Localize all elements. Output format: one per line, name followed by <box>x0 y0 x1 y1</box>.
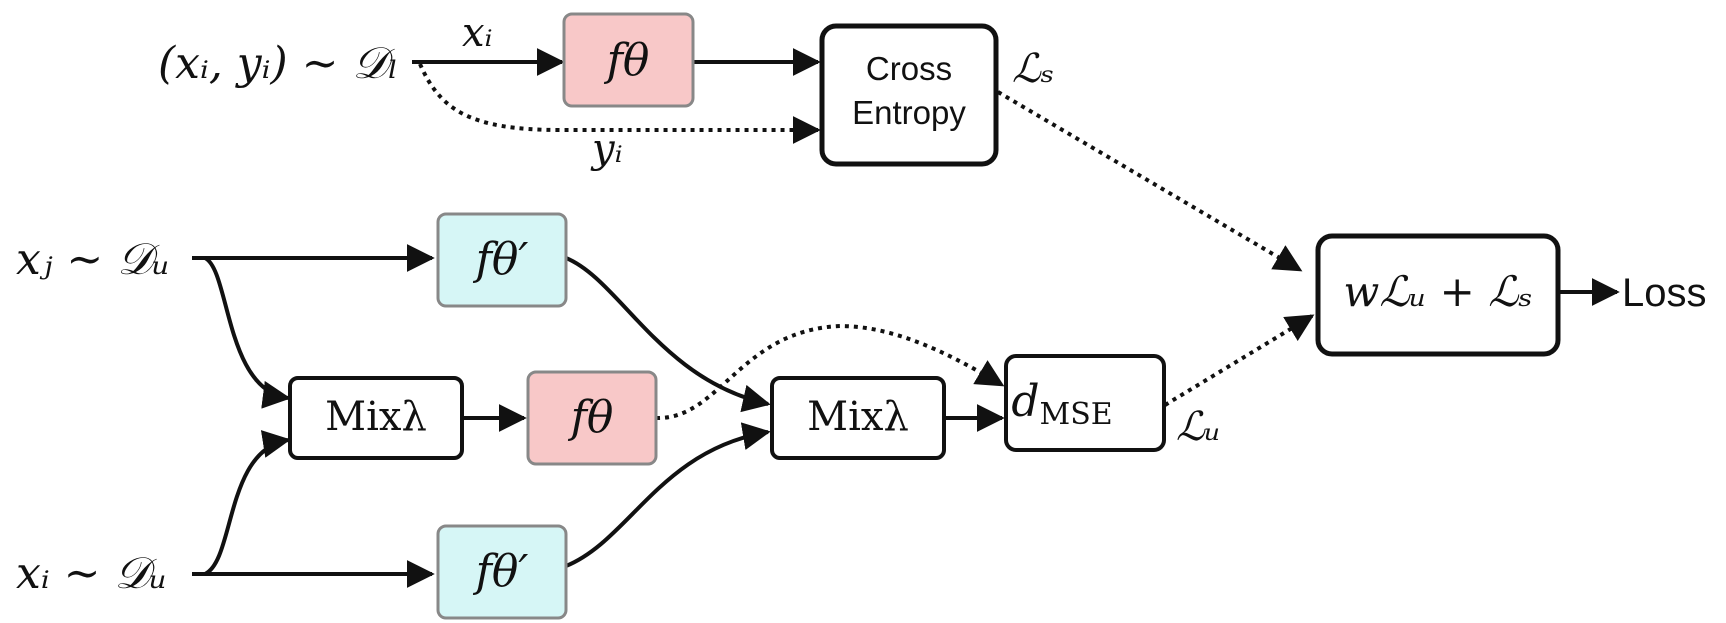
edge-teacherb-to-mixright <box>565 422 771 568</box>
edge-label-loss-u: ℒᵤ <box>1176 404 1221 450</box>
edge-xi-to-mixleft <box>203 430 291 576</box>
teacher-model-bottom: fθ′ <box>436 524 568 620</box>
mse-box-subscript: MSE <box>1040 397 1113 432</box>
edge-lu-to-total <box>1163 314 1315 407</box>
boxes: fθ Cross Entropy fθ′ Mixλ fθ Mixλ <box>288 12 1561 620</box>
teacher-model-top: fθ′ <box>436 212 568 308</box>
student-model-mid: fθ <box>526 370 658 466</box>
teacher-model-top-label: fθ′ <box>473 234 529 285</box>
input-labeled: (xᵢ, yᵢ) ~ 𝒟ₗ <box>158 38 398 89</box>
edge-ls-to-total <box>996 90 1303 272</box>
edge-label-xi: xᵢ <box>462 10 493 56</box>
mix-box-right-label: Mixλ <box>807 394 909 440</box>
cross-entropy-line2: Entropy <box>852 94 966 131</box>
total-loss-label: wℒᵤ + ℒₛ <box>1343 267 1532 316</box>
mse-box: dMSE <box>1004 354 1166 452</box>
cross-entropy-line1: Cross <box>866 50 952 87</box>
edge-teacher-to-mixright <box>565 256 771 413</box>
mix-box-left-label: Mixλ <box>325 394 427 440</box>
teacher-model-bottom-label: fθ′ <box>473 546 529 597</box>
edge-yi-to-ce <box>418 63 821 144</box>
student-model-mid-label: fθ <box>568 392 614 443</box>
total-loss-box: wℒᵤ + ℒₛ <box>1315 233 1561 357</box>
mix-box-right: Mixλ <box>770 376 946 460</box>
edge-xj-to-mixleft <box>203 256 291 409</box>
cross-entropy-box: Cross Entropy <box>819 23 999 167</box>
edge-label-yi: yᵢ <box>590 126 623 172</box>
mse-box-label: dMSE <box>1011 376 1112 432</box>
labels: (xᵢ, yᵢ) ~ 𝒟ₗ xᵢ yᵢ ℒₛ xⱼ ~ 𝒟ᵤ xᵢ ~ 𝒟ᵤ ℒ… <box>16 10 1707 599</box>
output-loss-label: Loss <box>1622 271 1707 315</box>
input-unlabeled-i: xᵢ ~ 𝒟ᵤ <box>16 548 167 599</box>
input-unlabeled-j: xⱼ ~ 𝒟ᵤ <box>16 234 170 285</box>
student-model-top-label: fθ <box>604 35 650 86</box>
student-model-top: fθ <box>562 12 695 108</box>
edge-label-loss-s: ℒₛ <box>1012 46 1054 92</box>
edges <box>192 48 1620 588</box>
mix-box-left: Mixλ <box>288 376 464 460</box>
